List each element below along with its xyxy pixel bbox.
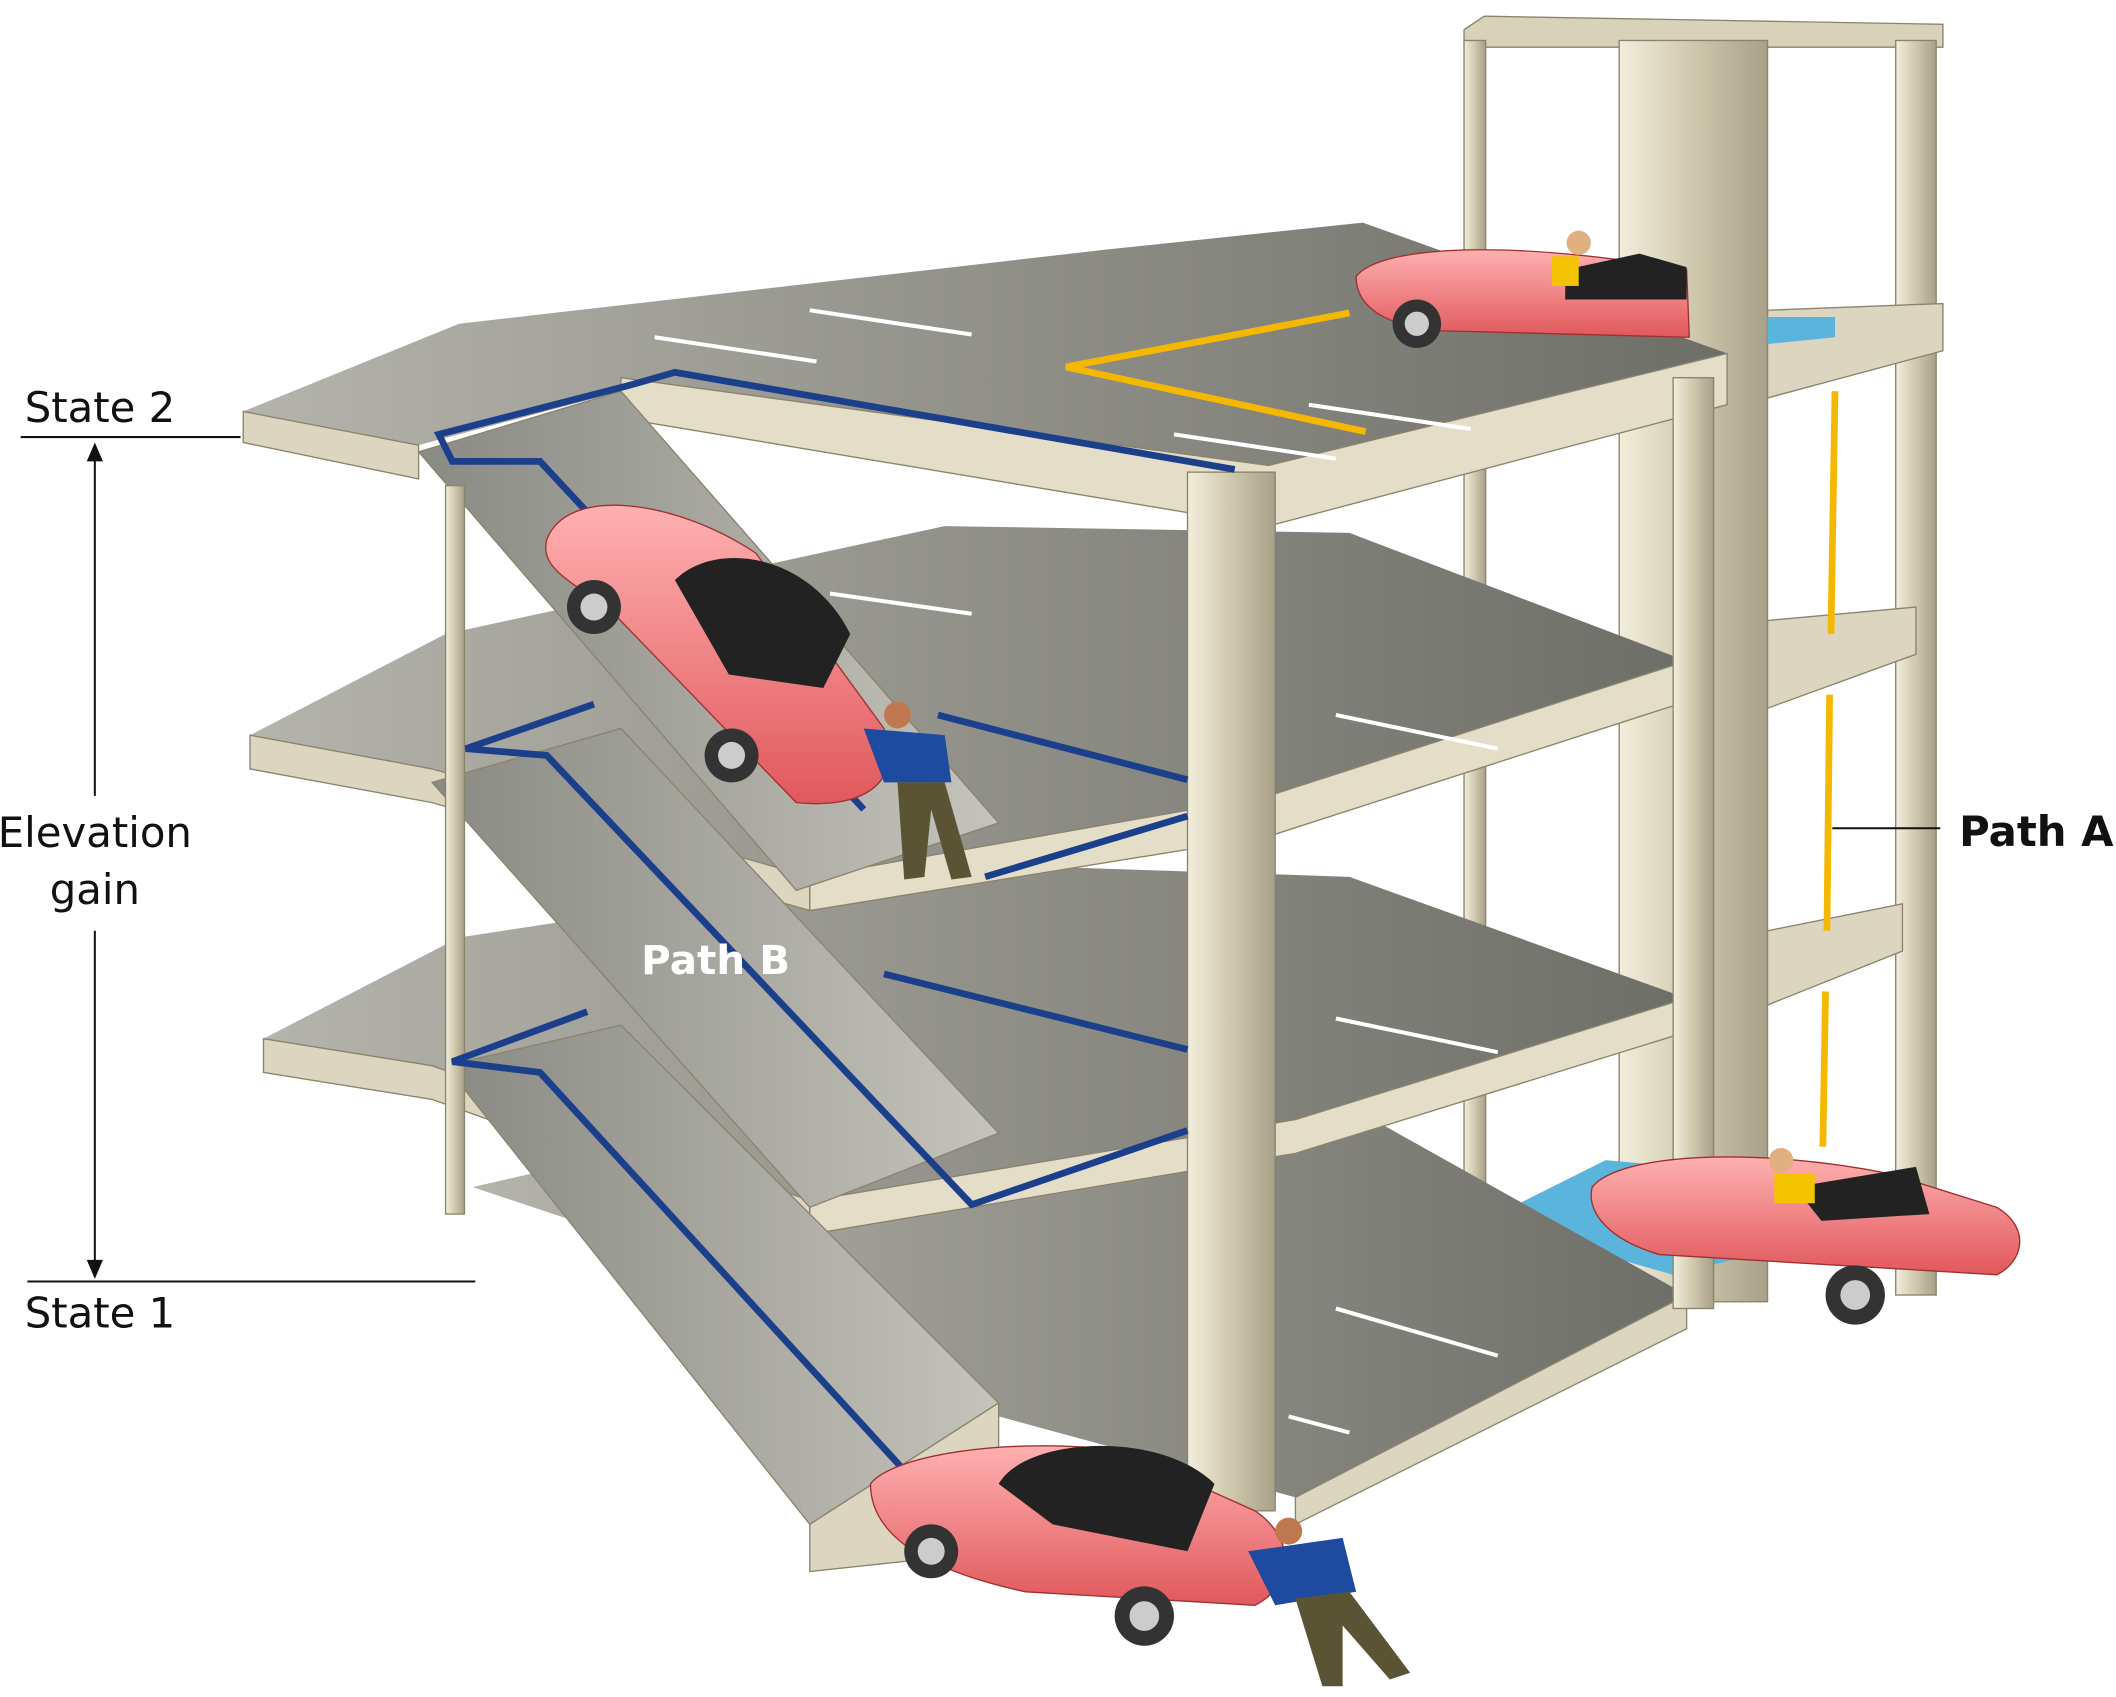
pillars <box>444 377 1715 1512</box>
state-2-label: State 2 <box>25 383 176 432</box>
elevation-gain-label-line1: Elevation <box>0 808 192 857</box>
car-top-elevator <box>1355 230 1691 349</box>
car-bottom-elevator <box>1590 1147 2021 1325</box>
arrow-down-icon <box>86 1259 103 1279</box>
person-pushing <box>863 701 972 880</box>
driver <box>1566 230 1591 255</box>
car-ramp <box>545 504 972 880</box>
elevator-platform-top <box>1767 317 1836 344</box>
elevation-gain-label-line2: gain <box>50 865 140 914</box>
person-pushing <box>1248 1517 1411 1687</box>
path-b-line <box>433 368 1236 1473</box>
arrow-up-icon <box>86 442 103 462</box>
path-b-label: Path B <box>641 936 790 984</box>
annotations <box>20 436 1941 1283</box>
path-a-line <box>1065 309 1839 1147</box>
state-1-label: State 1 <box>25 1288 176 1337</box>
car-bottom <box>869 1445 1411 1687</box>
path-a-label: Path A <box>1959 807 2114 856</box>
